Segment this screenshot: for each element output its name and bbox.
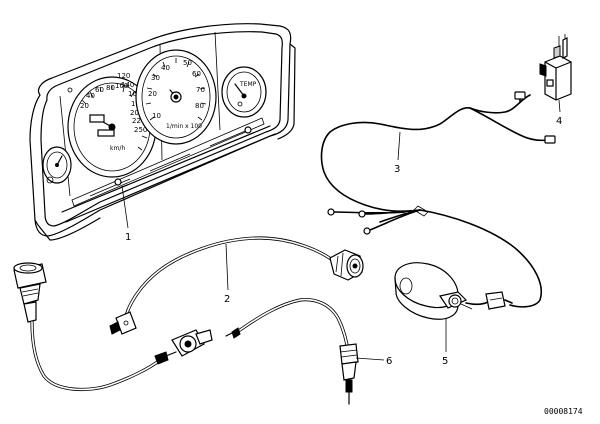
tachometer-dial: 10 20 30 40 50 60 70 80 1/min x 100 xyxy=(135,49,217,145)
speedo-scale-120: 120 xyxy=(117,72,130,80)
leader-lines xyxy=(121,99,561,361)
sender-cable xyxy=(225,298,359,405)
temp-label: TEMP xyxy=(239,81,257,88)
reference-number: 00008174 xyxy=(544,407,583,416)
speedo-scale-250: 250 xyxy=(134,126,147,134)
callout-6: 6 xyxy=(386,356,392,367)
temperature-gauge: TEMP xyxy=(221,66,267,118)
tacho-scale-10: 10 xyxy=(152,112,161,120)
speedo-scale-80: 80 xyxy=(106,84,115,92)
speedo-scale-40: 40 xyxy=(86,92,95,100)
tacho-scale-70: 70 xyxy=(196,86,205,94)
speedo-scale-220: 220 xyxy=(132,117,145,125)
callout-3: 3 xyxy=(394,164,400,175)
mounting-clip xyxy=(171,329,213,357)
screw-icon xyxy=(114,178,122,186)
callout-2: 2 xyxy=(224,294,230,305)
speedo-unit: km/h xyxy=(110,145,125,152)
connector-icon xyxy=(514,91,526,100)
callout-5: 5 xyxy=(442,356,448,367)
speedometer-cable xyxy=(109,236,364,335)
tacho-unit: 1/min x 100 xyxy=(166,123,202,130)
speed-sensor xyxy=(394,262,513,320)
relay xyxy=(539,34,572,101)
callout-4: 4 xyxy=(556,116,562,127)
tacho-scale-20: 20 xyxy=(148,90,157,98)
speedo-scale-160: 160 xyxy=(128,90,141,98)
connector-icon xyxy=(485,291,506,310)
connector-icon xyxy=(544,135,556,144)
speedo-scale-200: 200 xyxy=(130,109,143,117)
speedo-scale-20: 20 xyxy=(80,102,89,110)
callout-1: 1 xyxy=(125,232,131,243)
clock-gauge xyxy=(42,146,72,184)
ring-terminal-icon xyxy=(363,227,371,235)
tacho-scale-60: 60 xyxy=(192,70,201,78)
tacho-scale-30: 30 xyxy=(151,74,160,82)
instrument-cluster: 20 40 60 80 100 120 140 160 180 200 220 … xyxy=(29,23,296,241)
ring-terminal-icon xyxy=(327,208,335,216)
speedo-scale-60: 60 xyxy=(95,86,104,94)
wiring-harness xyxy=(320,91,556,308)
screw-icon xyxy=(244,126,252,134)
tacho-scale-80: 80 xyxy=(195,102,204,110)
drive-cable xyxy=(13,262,177,391)
speedo-scale-140: 140 xyxy=(121,81,134,89)
speedo-scale-100: 100 xyxy=(115,82,128,90)
tacho-scale-50: 50 xyxy=(183,59,192,67)
ring-terminal-icon xyxy=(358,210,366,218)
tacho-scale-40: 40 xyxy=(161,64,170,72)
